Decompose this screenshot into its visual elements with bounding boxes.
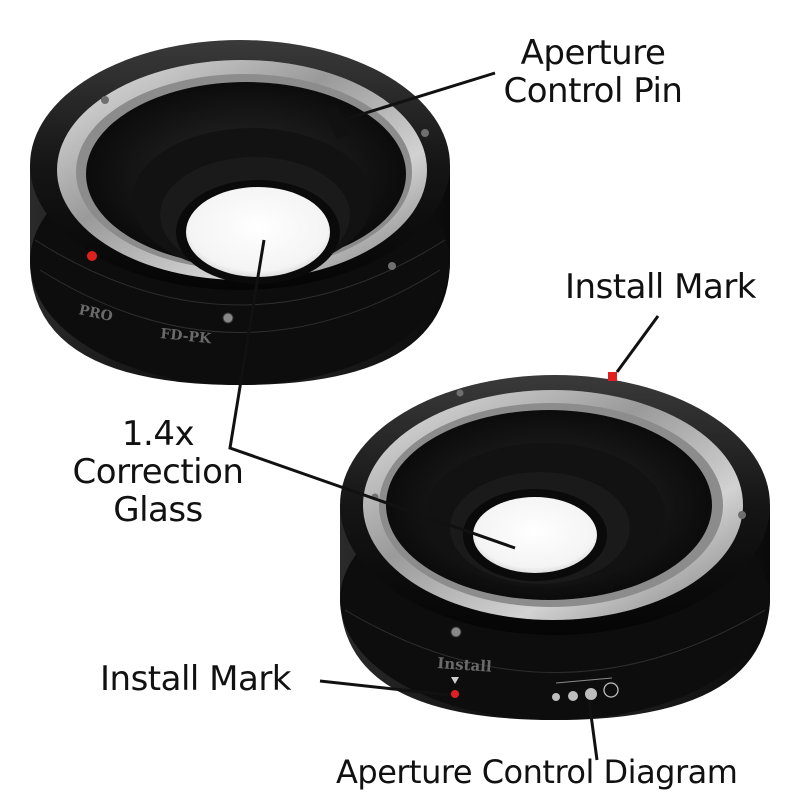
aperture-control-pin — [324, 106, 350, 140]
callout-lines — [228, 71, 660, 761]
install-mark-dot-bottom — [451, 690, 459, 698]
callout-line-install-mark-top — [615, 315, 660, 373]
label-correction-glass: 1.4x Correction Glass — [52, 415, 264, 529]
label-correction-line3: Glass — [113, 490, 203, 531]
label-aperture-pin-line2: Control Pin — [503, 71, 683, 112]
adapter-bottom: Install — [340, 372, 770, 720]
install-mark-dot-rim — [608, 372, 617, 381]
adapter-top: PRO FD-PK — [30, 40, 450, 385]
install-arrow-icon — [451, 677, 459, 684]
label-aperture-control-diagram: Aperture Control Diagram — [336, 753, 738, 791]
install-mark-dot-top — [87, 251, 97, 261]
correction-glass-bottom — [473, 497, 597, 573]
label-install-mark-top: Install Mark — [565, 267, 757, 307]
engraving-brand: PRO — [77, 302, 114, 325]
aperture-diagram-icon — [552, 677, 619, 701]
label-aperture-pin-line1: Aperture — [520, 33, 666, 73]
callout-line-install-mark-bottom — [319, 679, 449, 697]
correction-glass-top — [186, 187, 330, 277]
label-correction-line2: Correction — [72, 452, 244, 493]
label-install-mark-bottom: Install Mark — [100, 659, 292, 699]
callout-line-aperture-pin — [342, 71, 496, 122]
label-correction-line1: 1.4x — [121, 414, 195, 454]
engraving-install: Install — [437, 654, 493, 676]
engraving-mount: FD-PK — [160, 326, 213, 347]
callout-line-aperture-diagram — [587, 699, 599, 761]
label-aperture-control-pin: Aperture Control Pin — [488, 34, 698, 110]
callout-line-correction-glass — [228, 239, 516, 550]
